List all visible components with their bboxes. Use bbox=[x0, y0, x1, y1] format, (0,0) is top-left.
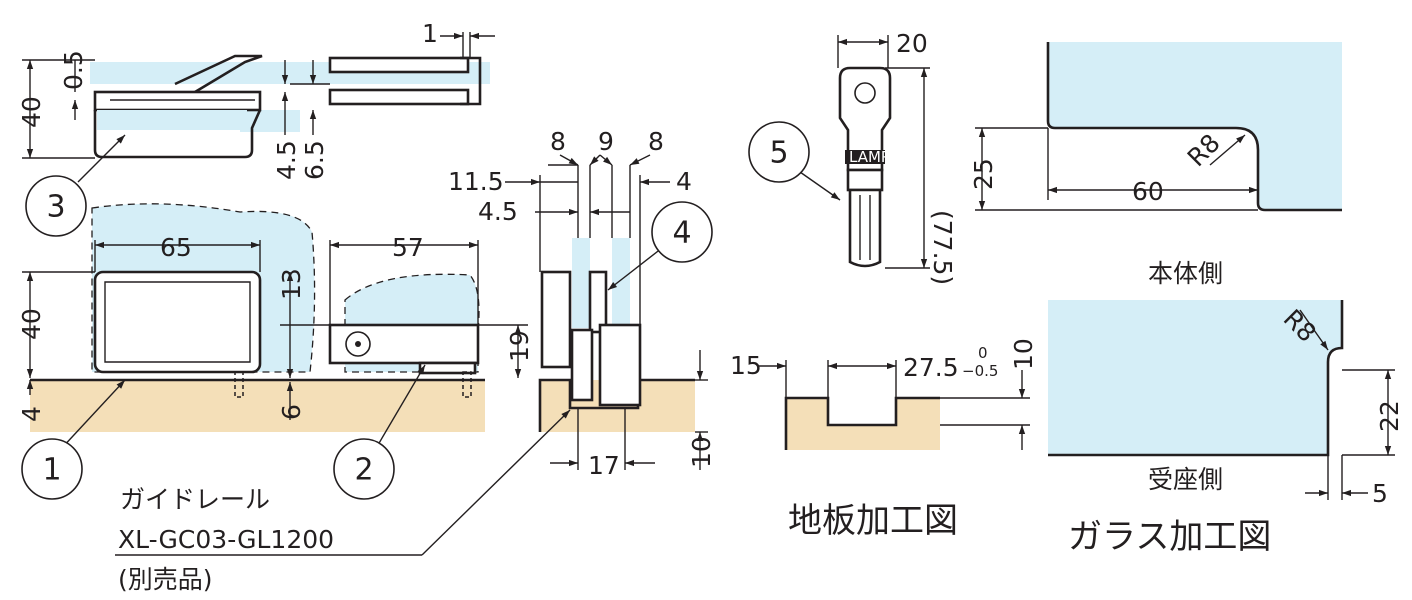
glass-machining-view: 25 60 R8 本体側 R8 22 5 受座側 ガラス加工図 bbox=[969, 42, 1404, 557]
callout-1 bbox=[21, 438, 83, 500]
top-rail-lower bbox=[328, 88, 470, 106]
callout-4 bbox=[651, 201, 713, 263]
callout-2 bbox=[333, 438, 395, 500]
dim-17: 17 bbox=[588, 451, 620, 480]
dim-15: 15 bbox=[730, 351, 762, 380]
dim-1: 1 bbox=[422, 19, 438, 48]
dim-tol-upper: 0 bbox=[978, 344, 988, 362]
dim-40-mid: 40 bbox=[17, 308, 46, 340]
callout-1-label: 1 bbox=[42, 453, 61, 488]
guide-arm bbox=[174, 54, 263, 94]
glass-machining-title: ガラス加工図 bbox=[1068, 517, 1271, 557]
glass-panel-top-lower bbox=[240, 110, 300, 132]
dim-9: 9 bbox=[598, 127, 614, 156]
top-bracket-glass bbox=[97, 110, 247, 130]
receiver-side-label: 受座側 bbox=[1148, 465, 1223, 494]
top-bracket-body bbox=[93, 109, 262, 159]
dim-4-5-top: 4.5 bbox=[272, 140, 301, 180]
dim-6-5: 6.5 bbox=[300, 140, 329, 180]
dim-0-5: 0.5 bbox=[59, 50, 88, 90]
section-glass-right bbox=[612, 238, 630, 328]
dim-8-left: 8 bbox=[550, 127, 566, 156]
key-brand: LAMP bbox=[849, 148, 890, 166]
dim-27-5: 27.5 bbox=[903, 353, 959, 382]
callout-3 bbox=[25, 175, 87, 237]
glass-body-side bbox=[1048, 42, 1342, 210]
dim-6: 6 bbox=[277, 404, 306, 420]
callout-4-label: 4 bbox=[672, 216, 691, 251]
dim-22: 22 bbox=[1375, 400, 1404, 432]
dim-5: 5 bbox=[1372, 479, 1388, 508]
dim-4-right: 4 bbox=[676, 167, 692, 196]
body-unit bbox=[93, 270, 262, 374]
key-shaft bbox=[848, 188, 882, 268]
floor-board bbox=[30, 380, 485, 432]
callout-5-label: 5 bbox=[769, 136, 788, 171]
top-view: 0.5 40 1 4.5 6.5 3 bbox=[17, 19, 495, 237]
sold-separately-label: (別売品) bbox=[118, 565, 213, 594]
dim-19: 19 bbox=[505, 330, 534, 362]
dim-8-right: 8 bbox=[648, 127, 664, 156]
dim-40-top: 40 bbox=[17, 96, 46, 128]
callout-2-label: 2 bbox=[354, 453, 373, 488]
dim-10-section: 10 bbox=[687, 436, 716, 468]
floor-machining-board bbox=[786, 398, 940, 450]
front-view: 65 40 4 13 6 57 19 1 2 bbox=[17, 203, 534, 500]
dim-20: 20 bbox=[896, 29, 928, 58]
callout-5 bbox=[748, 121, 810, 183]
dim-r8-top: R8 bbox=[1182, 128, 1226, 172]
callout-3-label: 3 bbox=[46, 190, 65, 225]
section-glass-left bbox=[572, 238, 590, 328]
top-rail-upper bbox=[328, 56, 470, 74]
guide-rail-label: ガイドレール bbox=[120, 485, 270, 514]
guide-rail-part-number: XL-GC03-GL1200 bbox=[118, 525, 334, 554]
section-body bbox=[540, 270, 572, 369]
glass-receiver-side bbox=[1048, 300, 1342, 455]
body-side-label: 本体側 bbox=[1148, 259, 1223, 288]
dim-4-5-mid: 4.5 bbox=[478, 197, 518, 226]
dim-25: 25 bbox=[969, 158, 998, 190]
section-receiver bbox=[598, 323, 642, 407]
dim-60: 60 bbox=[1132, 177, 1164, 206]
key-head bbox=[838, 66, 892, 172]
dim-57: 57 bbox=[392, 233, 424, 262]
floor-machining-view: 15 27.5 0 −0.5 10 地板加工図 bbox=[730, 338, 1038, 541]
section-view: 8 9 8 11.5 4 4.5 17 10 4 bbox=[115, 127, 716, 556]
dim-tol-lower: −0.5 bbox=[962, 362, 998, 380]
top-bracket-plate bbox=[93, 90, 262, 112]
dim-65: 65 bbox=[160, 233, 192, 262]
key-view: LAMP 20 (77.5) 5 bbox=[748, 29, 957, 285]
dim-77-5: (77.5) bbox=[928, 210, 957, 285]
dim-10-floor: 10 bbox=[1009, 338, 1038, 370]
floor-machining-title: 地板加工図 bbox=[788, 501, 958, 541]
dim-4: 4 bbox=[17, 406, 46, 422]
dim-13: 13 bbox=[277, 268, 306, 300]
dim-11-5: 11.5 bbox=[448, 167, 504, 196]
